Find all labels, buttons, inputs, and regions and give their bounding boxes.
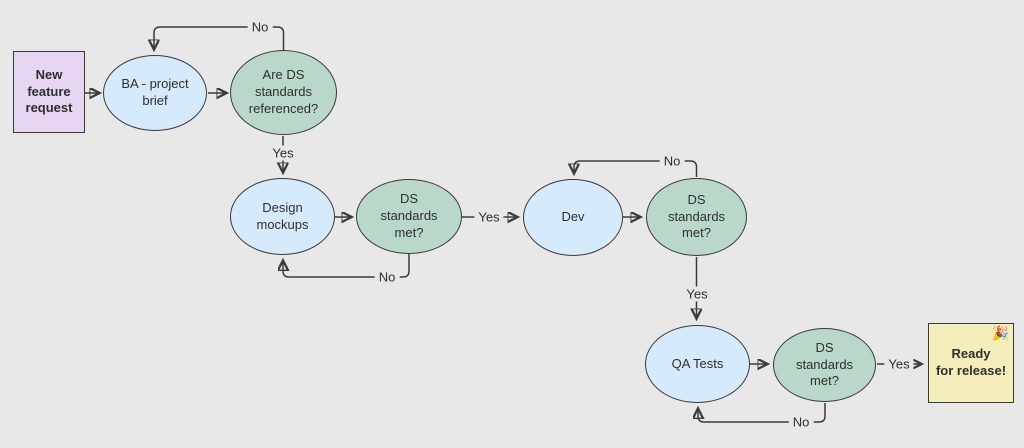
edge-are-ds-no-loop <box>154 26 285 50</box>
node-ds-standards-met-3: DS standards met? <box>773 328 876 402</box>
node-label: Are DS standards referenced? <box>248 67 319 116</box>
edge-label-no-2: No <box>374 269 400 285</box>
node-label: DS standards met? <box>380 191 438 240</box>
node-label: QA Tests <box>671 355 724 371</box>
node-ready-for-release: 🎉 Ready for release! <box>928 323 1014 403</box>
edge-label-no-3: No <box>659 153 685 169</box>
edge-ds-met-3-no-loop <box>698 403 826 423</box>
edge-ds-met-2-no-loop <box>574 160 698 177</box>
edge-label-no-4: No <box>788 414 814 430</box>
edge-label-yes-2: Yes <box>474 209 504 225</box>
edge-ds-met-1-no-loop <box>283 254 410 278</box>
edge-label-yes-1: Yes <box>268 145 298 161</box>
edge-label-yes-4: Yes <box>884 356 914 372</box>
node-label: Design mockups <box>256 199 309 232</box>
node-are-ds-standards-referenced: Are DS standards referenced? <box>230 50 337 135</box>
node-label: Ready for release! <box>935 346 1007 378</box>
node-ds-standards-met-1: DS standards met? <box>356 179 462 254</box>
node-label: New feature request <box>25 66 73 116</box>
node-ds-standards-met-2: DS standards met? <box>646 178 747 256</box>
node-new-feature-request: New feature request <box>13 51 85 133</box>
node-dev: Dev <box>523 179 623 256</box>
node-label: BA - project brief <box>121 76 189 108</box>
party-popper-icon: 🎉 <box>991 325 1009 341</box>
node-qa-tests: QA Tests <box>645 325 750 403</box>
edge-label-no-1: No <box>247 19 273 35</box>
edge-label-yes-3: Yes <box>682 286 712 302</box>
node-label: Dev <box>561 209 585 225</box>
node-design-mockups: Design mockups <box>230 178 335 255</box>
node-label: DS standards met? <box>795 339 854 389</box>
node-label: DS standards met? <box>667 191 726 241</box>
node-ba-project-brief: BA - project brief <box>103 55 207 131</box>
